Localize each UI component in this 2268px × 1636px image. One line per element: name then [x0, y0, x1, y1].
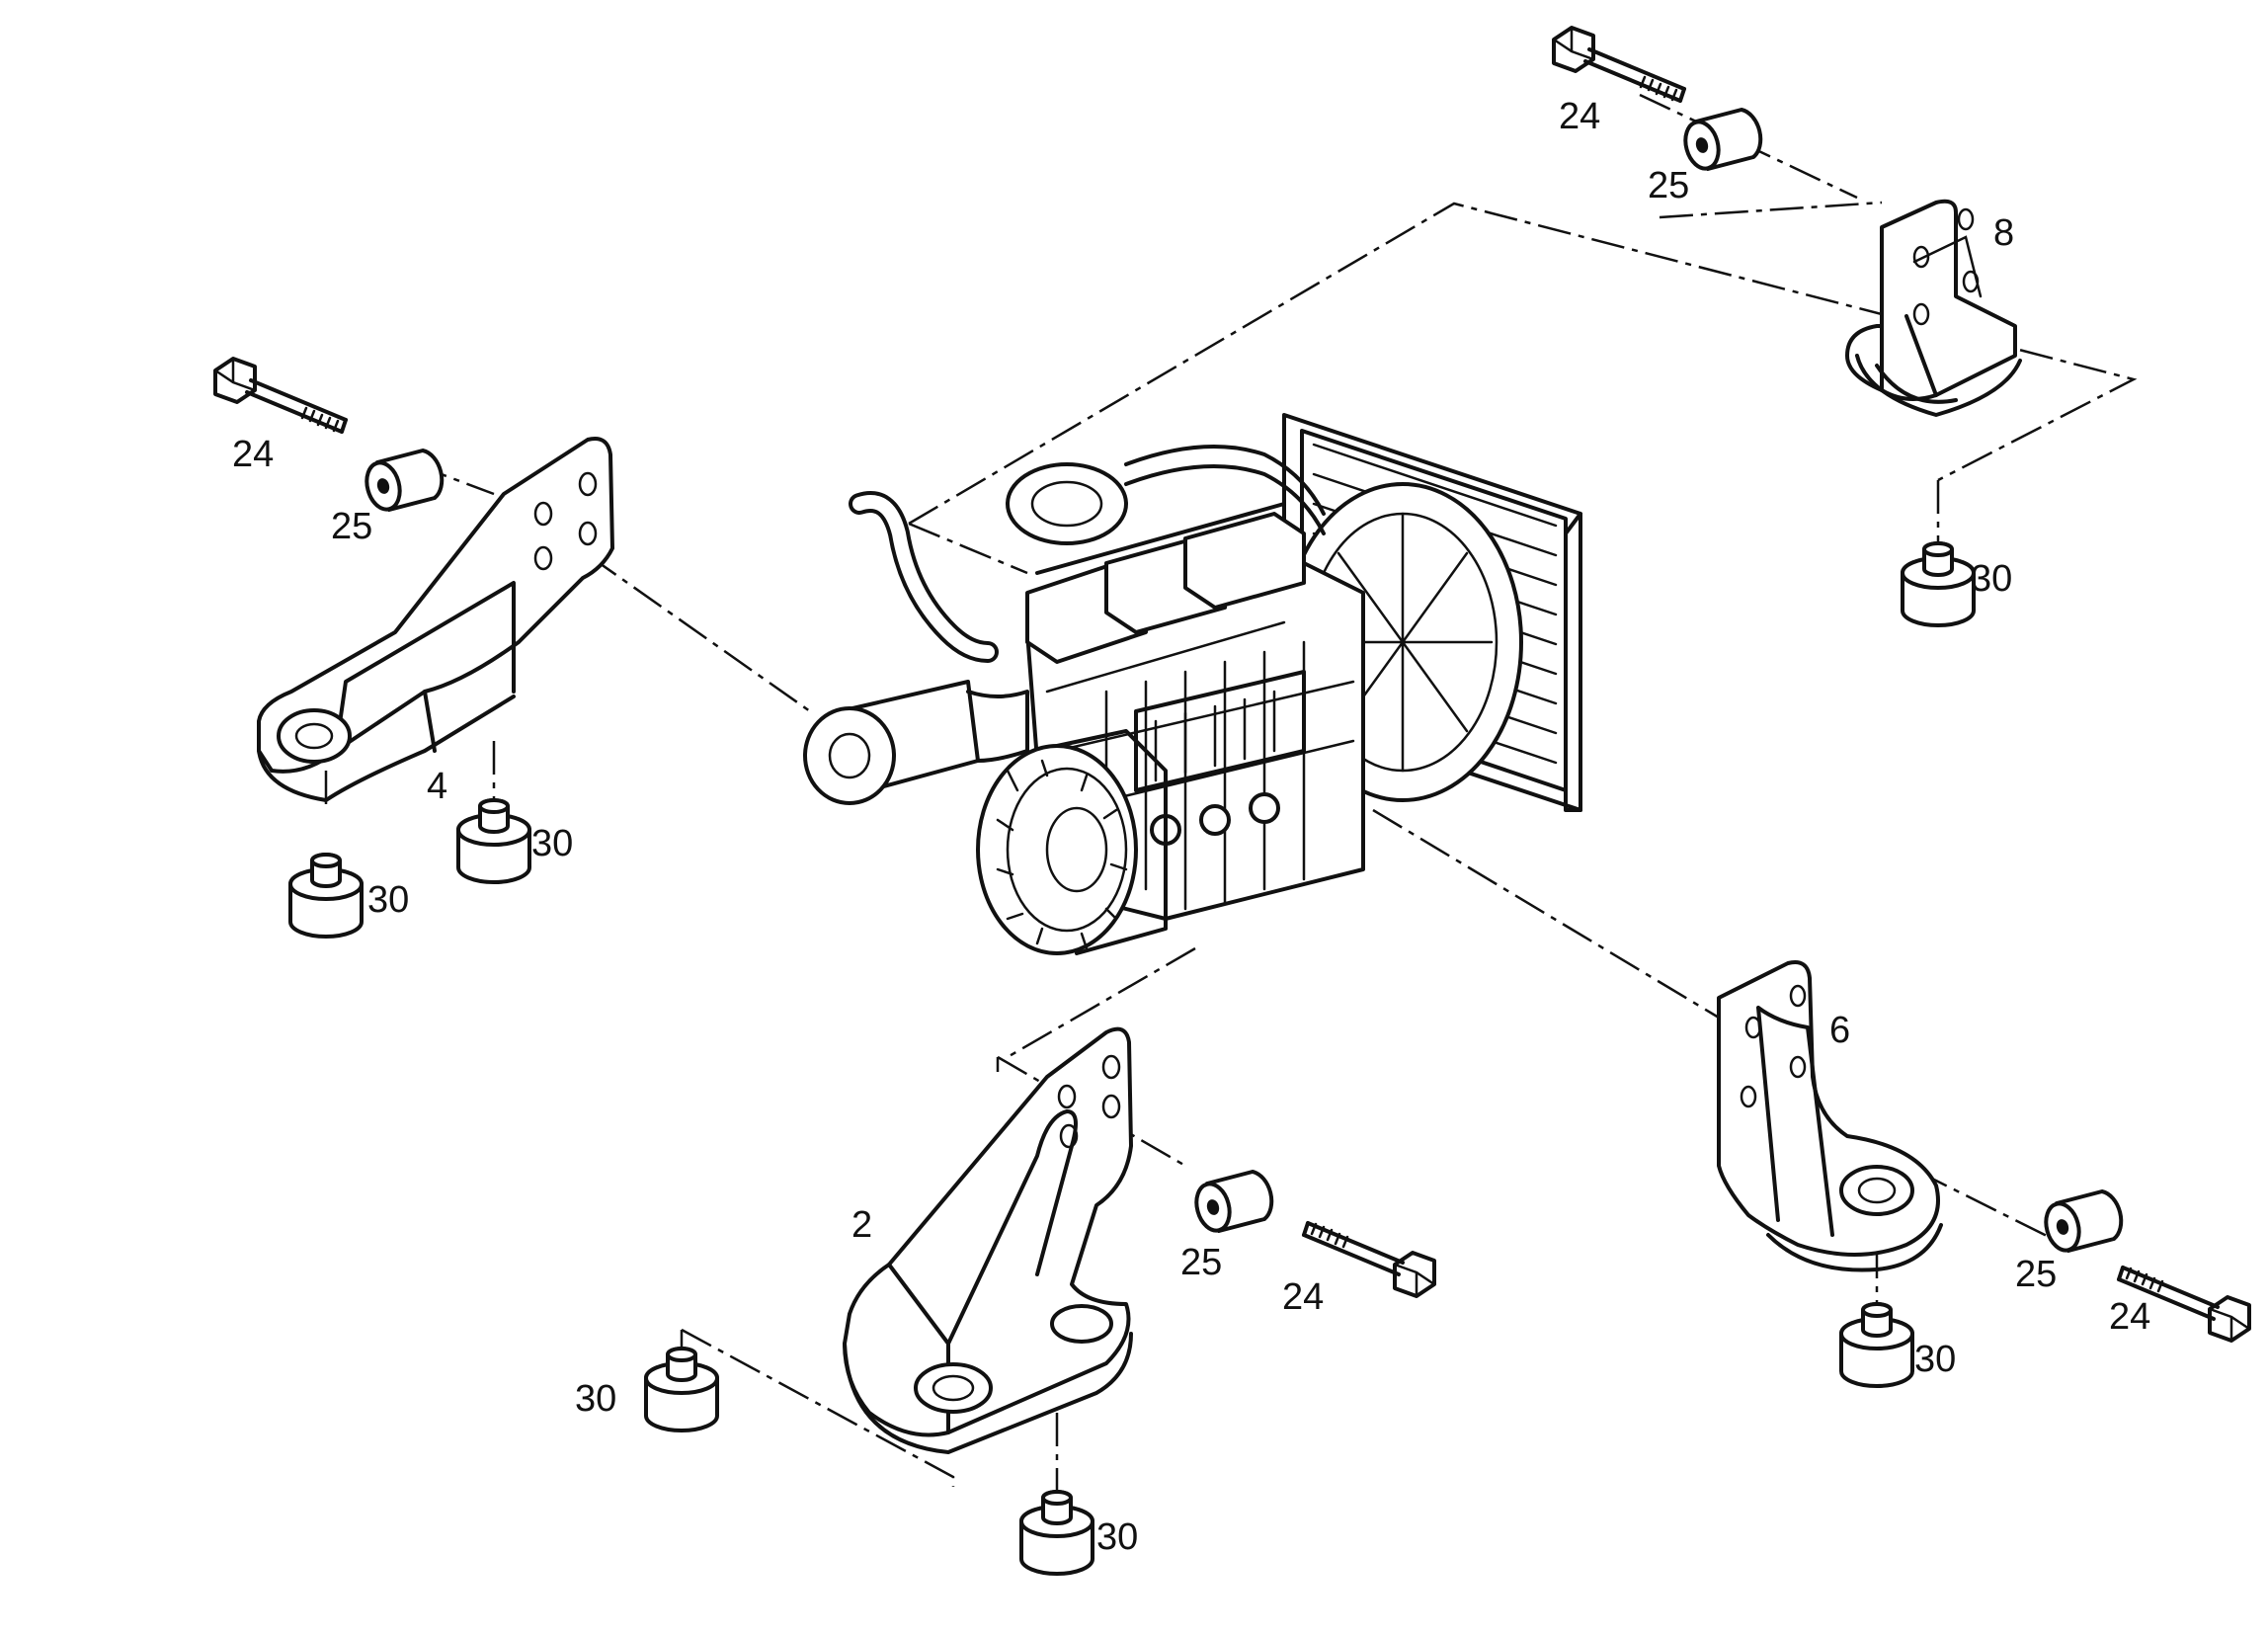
rubber-mount-30-right — [1839, 1302, 1914, 1388]
label-mount-30-bottom-center: 30 — [1096, 1516, 1138, 1558]
label-bolt-24-right: 24 — [2109, 1296, 2150, 1338]
label-mount-30-left-a: 30 — [531, 823, 573, 864]
rubber-mount-30-left-b — [288, 853, 364, 939]
bolt-24-top-right — [1552, 26, 1686, 103]
label-bracket-6: 6 — [1829, 1010, 1850, 1051]
label-mount-30-right: 30 — [1914, 1339, 1956, 1380]
callout-labels: 24 25 8 30 24 25 4 30 30 2 25 24 30 30 6… — [232, 96, 2150, 1558]
label-bolt-24-top-right: 24 — [1559, 96, 1600, 137]
rubber-mount-30-top-right — [1901, 541, 1976, 627]
label-bracket-8: 8 — [1993, 212, 2014, 254]
label-bolt-24-left: 24 — [232, 434, 274, 475]
spacer-25-right — [2039, 1189, 2124, 1257]
label-spacer-25-top-right: 25 — [1648, 165, 1689, 206]
bracket-4 — [257, 437, 614, 802]
engine-assembly — [803, 413, 1582, 955]
label-mount-30-bottom-left: 30 — [575, 1378, 616, 1420]
label-mount-30-left-b: 30 — [367, 879, 409, 921]
spacer-25-left — [360, 449, 445, 516]
label-spacer-25-right: 25 — [2015, 1254, 2057, 1295]
label-spacer-25-left: 25 — [331, 506, 372, 547]
bolt-24-left — [213, 357, 348, 434]
bracket-6 — [1717, 960, 1943, 1272]
bracket-8 — [1845, 199, 2022, 417]
label-mount-30-top-right: 30 — [1971, 558, 2012, 600]
spacer-25-center — [1189, 1170, 1274, 1237]
rubber-mount-30-bottom-left — [644, 1347, 719, 1432]
bracket-2 — [843, 1026, 1133, 1454]
rubber-mount-30-bottom-center — [1019, 1490, 1094, 1576]
label-bolt-24-center: 24 — [1282, 1276, 1324, 1318]
label-bracket-2: 2 — [851, 1204, 872, 1246]
rubber-mount-30-left-a — [456, 798, 531, 884]
label-bracket-4: 4 — [427, 766, 447, 807]
label-spacer-25-center: 25 — [1180, 1242, 1222, 1283]
